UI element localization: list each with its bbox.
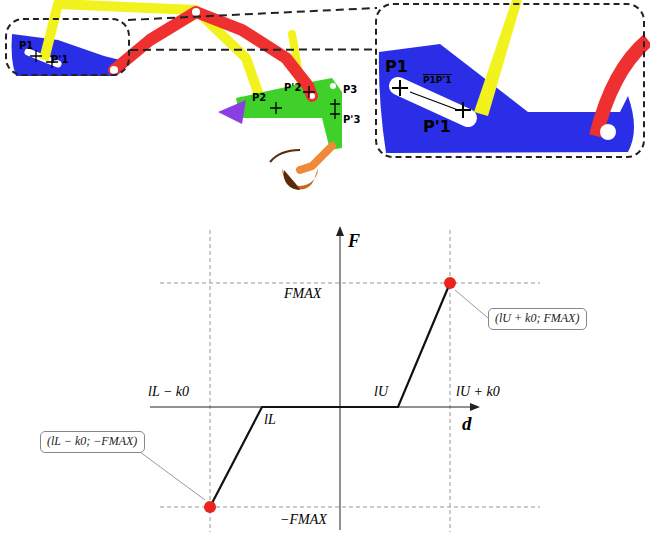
point-label: P'2: [284, 82, 301, 93]
guide-lines: [160, 230, 540, 532]
point-label: P3: [343, 84, 357, 95]
point-label: P1: [385, 57, 408, 76]
point-label: P'1: [423, 117, 451, 136]
tick-label: lL: [264, 412, 276, 427]
callout-text: (lU + k0; FMAX): [495, 311, 579, 325]
linkage: [12, 4, 343, 190]
point-label: P'1: [51, 54, 68, 65]
inset-drawing: [379, 0, 648, 153]
point-label: P'3: [343, 114, 360, 125]
axis-label: d: [462, 414, 472, 435]
point-label: P1: [19, 40, 33, 51]
zoom-line: [128, 8, 377, 20]
point-callout: (lL − k0; −FMAX): [40, 431, 145, 453]
inset-region: P1P1P'1P'1: [375, 3, 645, 158]
force-curve: [210, 283, 450, 507]
point-label: P2: [252, 92, 266, 103]
tick-label: lU + k0: [456, 384, 500, 399]
tick-label: FMAX: [284, 286, 321, 301]
leader-line: [140, 452, 205, 500]
leader-line: [455, 290, 488, 318]
point-callout: (lU + k0; FMAX): [488, 308, 587, 330]
tick-label: lU: [374, 384, 388, 399]
point-label: P1P'1: [423, 75, 451, 85]
axis-label: F: [348, 232, 360, 252]
chart: [140, 226, 540, 532]
tick-label: lL − k0: [148, 384, 189, 399]
f-axis: [340, 228, 341, 530]
tick-label: −FMAX: [280, 512, 327, 527]
crosshairs: [30, 50, 340, 119]
zoom-line: [130, 49, 375, 51]
callout-text: (lL − k0; −FMAX): [47, 434, 137, 448]
zoom-region: P1P'1: [5, 18, 130, 76]
